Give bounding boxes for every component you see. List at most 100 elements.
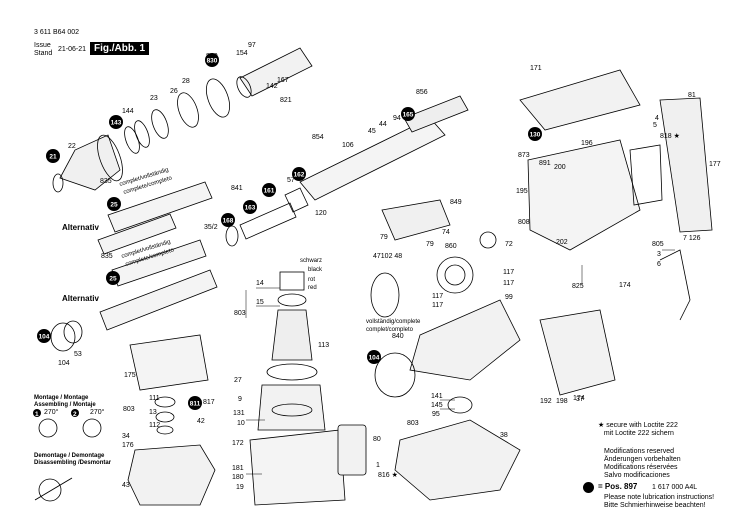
part-label-l131: 131 (233, 410, 245, 417)
part-label-l841: 841 (231, 185, 243, 192)
part-label-l74: 74 (442, 229, 450, 236)
part-label-l1: 1 (376, 462, 380, 469)
pos-label: = Pos. 897 (598, 482, 638, 491)
callout-circle (367, 350, 381, 364)
part-label-l4: 4 (655, 115, 659, 122)
callout-b130: 130 (528, 127, 542, 141)
leader-lines (245, 249, 675, 475)
callout-b163: 163 (243, 200, 257, 214)
part-label-l19: 19 (236, 484, 244, 491)
part-label-l23: 23 (150, 95, 158, 102)
part-label-l79a: 79 (380, 234, 388, 241)
issue-label: Issue (34, 42, 51, 49)
mod-fr: Modifications réservées (604, 464, 678, 471)
alternativ-label-1: Alternativ (62, 223, 99, 232)
part-label-l44: 44 (379, 121, 387, 128)
part-label-l803b: 803 (123, 406, 135, 413)
part-label-l192: 192 (540, 398, 552, 405)
part-label-l22: 22 (68, 143, 76, 150)
callout-circle (528, 127, 542, 141)
part-label-l15: 15 (256, 299, 264, 306)
montage-title: Montage / Montage (34, 395, 89, 401)
part-label-l42: 42 (197, 418, 205, 425)
part-label-l113: 113 (318, 342, 329, 349)
part-label-l177: 177 (709, 161, 721, 168)
callout-number: 168 (223, 217, 234, 224)
part-label-l72: 72 (505, 241, 513, 248)
callout-number: 830 (207, 57, 218, 64)
modifications-note: Modifications reserved Änderungen vorbeh… (604, 448, 681, 480)
part-label-l175: 175 (124, 372, 136, 379)
part-label-l167: 167 (277, 77, 289, 84)
part-label-l144: 144 (122, 108, 134, 115)
part-label-l120: 120 (315, 210, 327, 217)
part-label-l352: 35/2 (204, 224, 218, 231)
callout-number: 163 (245, 204, 256, 211)
loctite-note-en: secure with Loctite 222 (606, 422, 678, 429)
part-label-l3: 3 (657, 251, 661, 258)
tool-holder-tubes (50, 181, 218, 352)
part-label-l13: 13 (149, 409, 157, 416)
rotation-degree-2: 270° (90, 408, 105, 416)
part-label-l117d: 117 (432, 302, 443, 309)
lubrication-note-de: Bitte Schmierhinweise beachten! (604, 502, 706, 509)
callout-number: 165 (403, 111, 414, 118)
part-label-l43: 43 (122, 482, 130, 489)
chuck-assembly (52, 47, 313, 193)
annotation-t-red: red (308, 285, 317, 291)
part-label-l34: 34 (122, 433, 130, 440)
callout-circle (221, 213, 235, 227)
callout-b25b: 25 (106, 271, 120, 285)
part-label-l835a: 835 (100, 178, 112, 185)
annotation-t-black: black (308, 267, 323, 273)
part-label-l200: 200 (554, 164, 566, 171)
demontage-subtitle: Disassembling /Desmontar (34, 460, 112, 466)
part-label-l53: 53 (74, 351, 82, 358)
callout-number: 104 (369, 354, 380, 361)
pos-number: 1 617 000 A4L (652, 484, 698, 491)
part-label-l28: 28 (182, 78, 190, 85)
part-label-l27: 27 (234, 377, 242, 384)
part-label-l891: 891 (539, 160, 551, 167)
callout-number: 25 (109, 275, 117, 282)
disassembly-tool-icon (38, 478, 62, 502)
part-label-l117a: 117 (503, 269, 514, 276)
part-label-l104: 104 (58, 360, 70, 367)
part-label-l10: 10 (237, 420, 245, 427)
callout-number: 161 (264, 187, 275, 194)
callout-b161: 161 (262, 183, 276, 197)
part-label-l99: 99 (505, 294, 513, 301)
lubrication-dot-icon (583, 482, 594, 493)
part-label-l111: 111 (149, 395, 160, 402)
part-label-l154: 154 (236, 50, 248, 57)
part-label-l171: 171 (530, 65, 542, 72)
callout-circle (401, 107, 415, 121)
part-label-l860: 860 (445, 243, 457, 250)
montage-subtitle: Assembling / Montaje (34, 402, 96, 408)
part-label-l95: 95 (432, 411, 440, 418)
top-cover-handle (519, 69, 713, 396)
callout-circle (46, 149, 60, 163)
part-label-l803a: 803 (234, 310, 246, 317)
callout-b811: 811 (188, 396, 202, 410)
part-label-l117c: 117 (432, 293, 443, 300)
gear-housing (370, 199, 521, 501)
demontage-title: Demontage / Demontage (34, 453, 105, 459)
callout-circle (109, 115, 123, 129)
doc-number: 3 611 B64 002 (34, 29, 80, 36)
lubrication-note-en: Please note lubrication instructions! (604, 494, 715, 501)
figure-label: Fig./Abb. 1 (90, 42, 150, 55)
screwdriver-icon (34, 477, 73, 501)
part-label-l174b: 174 (573, 395, 585, 402)
callout-circle (106, 271, 120, 285)
annotation-t-vollst: vollständig/complete (366, 319, 421, 325)
assembly-instructions: Montage / Montage Assembling / Montaje 1… (33, 395, 112, 502)
callout-circle (262, 183, 276, 197)
callout-b830: 830 (205, 53, 219, 67)
hammer-mechanism (225, 95, 469, 247)
callout-circle (107, 197, 121, 211)
mod-es: Salvo modificaciones (604, 472, 670, 479)
part-label-l873: 873 (518, 152, 530, 159)
spring-ring-icon (38, 418, 58, 438)
